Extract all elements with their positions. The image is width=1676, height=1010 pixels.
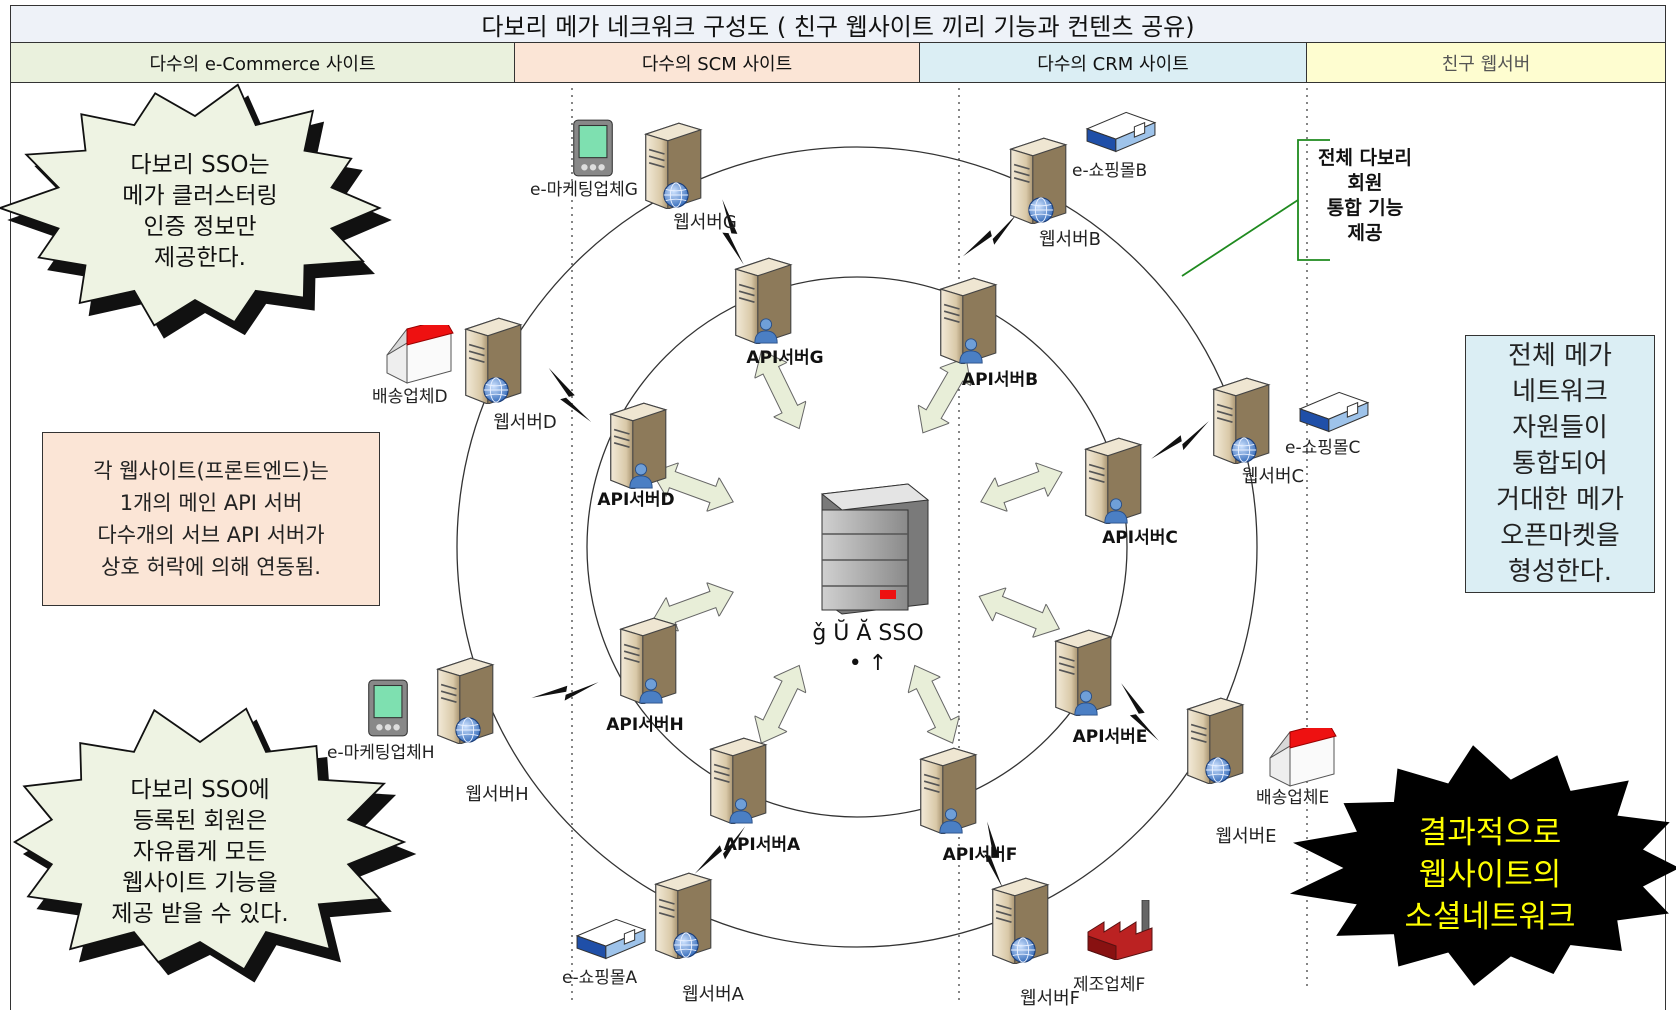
frontend-note-text: 각 웹사이트(프론트엔드)는 1개의 메인 API 서버 다수개의 서브 API… — [93, 459, 329, 579]
burst-result — [1289, 745, 1676, 986]
shopping-mall-icon — [576, 918, 646, 960]
api-server-label: API서버H — [606, 715, 683, 735]
lightning-bolt-icon — [531, 661, 599, 719]
api-server-icon — [609, 402, 667, 489]
lightning-bolt-icon — [962, 200, 1018, 270]
web-server-icon — [991, 877, 1049, 964]
burst-sso-info-text: 다보리 SSO는 메가 클러스터링 인증 정보만 제공한다. — [122, 152, 278, 271]
burst-sso-members-text: 다보리 SSO에 등록된 회원은 자유롭게 모든 웹사이트 기능을 제공 받을 … — [111, 777, 289, 927]
web-server-label: 웹서버F — [1020, 988, 1080, 1009]
double-arrow — [974, 454, 1069, 520]
web-server-icon — [436, 657, 494, 744]
pda-icon — [368, 679, 408, 737]
mega-network-note-text: 전체 메가 네트워크 자원들이 통합되어 거대한 메가 오픈마켓을 형성한다. — [1496, 341, 1624, 587]
web-server-label: 웹서버C — [1242, 466, 1304, 487]
partner-label-mall-c: e-쇼핑몰C — [1285, 438, 1360, 458]
web-server-icon — [1009, 137, 1067, 224]
member-integration-bracket — [1181, 139, 1330, 277]
web-server-icon — [654, 872, 712, 959]
web-server-icon — [1186, 697, 1244, 784]
web-server-icon — [1212, 377, 1270, 464]
web-server-label: 웹서버E — [1215, 826, 1276, 847]
partner-label-factory-f: 제조업체F — [1073, 975, 1145, 995]
center-label: ǧ Ŭ Ă SSO — [812, 619, 923, 646]
burst-sso-info — [0, 83, 392, 339]
column-header-scm: 다수의 SCM 사이트 — [515, 43, 920, 83]
shopping-mall-icon — [1299, 391, 1369, 433]
house-icon — [1269, 728, 1337, 787]
api-server-label: API서버A — [724, 835, 801, 855]
partner-label-ship-e: 배송업체E — [1256, 788, 1329, 808]
inner-ring — [586, 276, 1128, 818]
web-server-label: 웹서버A — [682, 984, 745, 1005]
api-server-icon — [1084, 437, 1142, 524]
partner-label-mall-b: e-쇼핑몰B — [1072, 161, 1147, 181]
column-header-crm: 다수의 CRM 사이트 — [920, 43, 1307, 83]
bracket-note-text: 전체 다보리 회원 통합 기능 제공 — [1317, 147, 1412, 244]
diagram-title: 다보리 메가 네크워크 구성도 ( 친구 웹사이트 끼리 기능과 컨텐츠 공유) — [10, 5, 1666, 43]
api-server-icon — [734, 257, 792, 344]
double-arrow — [898, 657, 970, 752]
outer-ring — [456, 146, 1258, 948]
servers: API서버G API서버B API서버D API서버C API서버H API서버E API서… — [436, 122, 1304, 1009]
burst-result-text: 결과적으로 웹사이트의 소셜네트워크 — [1404, 815, 1576, 935]
web-server-icon — [464, 317, 522, 404]
column-header-ecommerce: 다수의 e-Commerce 사이트 — [10, 43, 515, 83]
api-server-label: API서버D — [597, 490, 674, 510]
web-server-icon — [644, 122, 702, 209]
api-server-label: API서버B — [962, 370, 1038, 390]
diagram-body — [10, 83, 1666, 1010]
api-server-label: API서버F — [943, 845, 1018, 865]
partner-label-marketing-g: e-마케팅업체G — [530, 180, 638, 200]
web-server-label: 웹서버H — [465, 784, 528, 805]
column-header-friend: 친구 웹서버 — [1307, 43, 1666, 83]
pda-icon — [573, 119, 613, 177]
api-server-label: API서버C — [1102, 528, 1178, 548]
api-server-icon — [709, 737, 767, 824]
api-server-label: API서버E — [1073, 727, 1148, 747]
partner-label-marketing-h: e-마케팅업체H — [327, 743, 435, 763]
api-server-icon — [919, 747, 977, 834]
mega-network-note: 전체 메가 네트워크 자원들이 통합되어 거대한 메가 오픈마켓을 형성한다. — [1465, 335, 1655, 593]
column-dividers — [571, 88, 1308, 1005]
factory-icon — [1087, 900, 1153, 960]
shopping-mall-icon — [1086, 111, 1156, 153]
web-server-label: 웹서버D — [493, 412, 557, 433]
api-server-label: API서버G — [746, 348, 823, 368]
web-server-label: 웹서버G — [673, 212, 737, 233]
api-server-icon — [939, 277, 997, 364]
frontend-note: 각 웹사이트(프론트엔드)는 1개의 메인 API 서버 다수개의 서브 API… — [42, 432, 380, 606]
partner-label-mall-a: e-쇼핑몰A — [562, 968, 638, 988]
center-label-symbols: • ↑ — [849, 651, 887, 676]
lightning-bolt-icon — [1151, 406, 1209, 474]
house-icon — [386, 325, 454, 384]
partner-label-ship-d: 배송업체D — [372, 387, 448, 407]
api-server-icon — [1054, 629, 1112, 716]
web-server-label: 웹서버B — [1039, 229, 1101, 250]
sso-main-server — [820, 483, 930, 615]
api-server-icon — [619, 617, 677, 704]
double-arrow — [744, 657, 816, 752]
burst-sso-members — [12, 707, 417, 983]
double-arrow — [971, 579, 1067, 646]
